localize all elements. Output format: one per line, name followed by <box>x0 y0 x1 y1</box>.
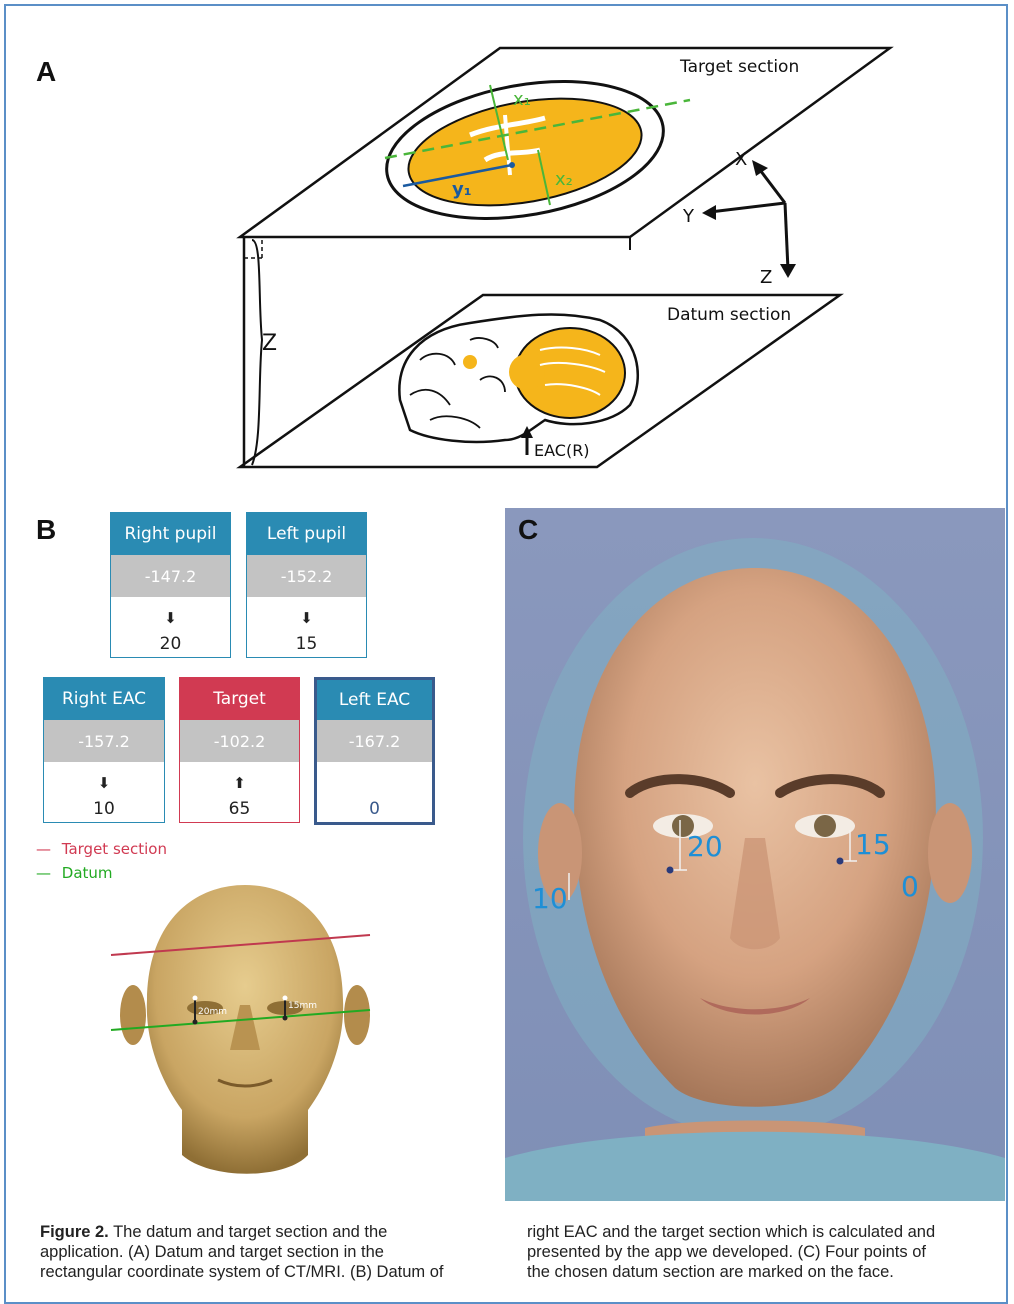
card-title: Left EAC <box>317 680 432 720</box>
datum-section-label: Datum section <box>667 305 791 325</box>
card-value: -167.2 <box>317 720 432 762</box>
target-section-label: Target section <box>679 57 799 77</box>
caption-line: the chosen datum section are marked on t… <box>527 1262 997 1282</box>
caption-line: rectangular coordinate system of CT/MRI.… <box>40 1262 490 1282</box>
caption-line: The datum and target section and the <box>113 1223 387 1241</box>
card-result: 65 <box>180 792 299 826</box>
face-label-10: 10 <box>532 882 568 915</box>
axis-y-label: Y <box>682 206 695 227</box>
z-brace-label: Z <box>262 331 277 356</box>
z-brace <box>252 240 262 465</box>
down-arrow-icon: ⬇ <box>247 597 366 627</box>
down-arrow-icon: ⬇ <box>44 762 164 792</box>
legend-target-swatch: — <box>36 840 56 858</box>
card-title: Right EAC <box>44 678 164 720</box>
caption-line: presented by the app we developed. (C) F… <box>527 1242 997 1262</box>
face-label-0: 0 <box>901 870 919 903</box>
caption-line: application. (A) Datum and target sectio… <box>40 1242 490 1262</box>
x1-label: x₁ <box>513 89 531 110</box>
panel-a-diagram: Z x₁ x₂ y₁ Target section Datum section … <box>0 0 1014 480</box>
up-arrow-icon: ⬆ <box>180 762 299 792</box>
face-photo-c: 20 15 10 0 <box>505 508 1005 1201</box>
axis-z-label: Z <box>760 267 772 288</box>
legend-datum-swatch: — <box>36 864 56 882</box>
card-left-pupil[interactable]: Left pupil -152.2 ⬇ 15 <box>246 512 367 658</box>
card-value: -147.2 <box>111 555 230 597</box>
card-result: 15 <box>247 627 366 661</box>
card-title: Target <box>180 678 299 720</box>
card-target[interactable]: Target -102.2 ⬆ 65 <box>179 677 300 823</box>
caption-line: right EAC and the target section which i… <box>527 1222 997 1242</box>
caption-right: right EAC and the target section which i… <box>527 1222 997 1282</box>
face-label-20: 20 <box>687 830 723 863</box>
card-result: 0 <box>317 792 432 826</box>
card-title: Right pupil <box>111 513 230 555</box>
face-label-15: 15 <box>855 828 891 861</box>
measure-20mm: 20mm <box>198 1007 227 1017</box>
x2-label: x₂ <box>555 169 573 190</box>
legend-target: — Target section <box>36 840 167 858</box>
eac-label: EAC(R) <box>534 441 590 460</box>
card-right-pupil[interactable]: Right pupil -147.2 ⬇ 20 <box>110 512 231 658</box>
legend-target-label: Target section <box>62 840 167 858</box>
down-arrow-icon: ⬇ <box>111 597 230 627</box>
card-title: Left pupil <box>247 513 366 555</box>
caption-figure-label: Figure 2. <box>40 1223 109 1241</box>
card-arrow <box>317 762 432 792</box>
card-value: -152.2 <box>247 555 366 597</box>
panel-b-letter: B <box>36 514 56 546</box>
head-model-b: 20mm 15mm <box>100 880 390 1200</box>
caption-left: Figure 2. The datum and target section a… <box>40 1222 490 1282</box>
measure-15mm: 15mm <box>288 1001 317 1011</box>
card-result: 10 <box>44 792 164 826</box>
card-value: -157.2 <box>44 720 164 762</box>
card-value: -102.2 <box>180 720 299 762</box>
axis-x-label: X <box>735 149 747 170</box>
panel-c-letter: C <box>518 514 538 546</box>
card-left-eac[interactable]: Left EAC -167.2 0 <box>314 677 435 825</box>
card-right-eac[interactable]: Right EAC -157.2 ⬇ 10 <box>43 677 165 823</box>
y1-label: y₁ <box>452 179 472 200</box>
card-result: 20 <box>111 627 230 661</box>
